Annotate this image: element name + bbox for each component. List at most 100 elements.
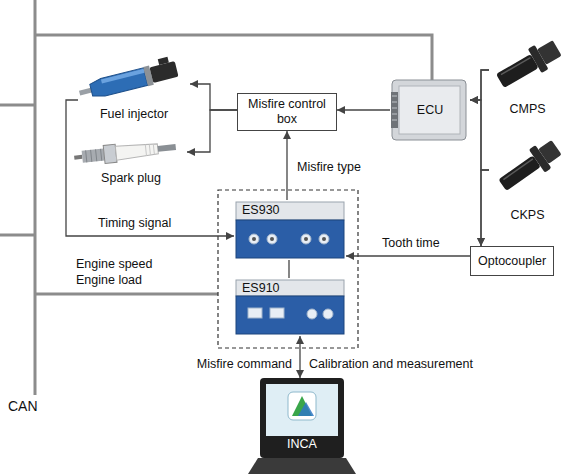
spark-plug-illustration-part (145, 144, 154, 156)
laptop-illustration-part (298, 402, 314, 416)
es930-illustration-part (301, 234, 311, 244)
laptop-illustration-part (288, 392, 316, 420)
es930-illustration-part (267, 234, 277, 244)
signal-connector (481, 170, 489, 246)
node-text: CMPS (509, 102, 545, 117)
es930-illustration-part (322, 237, 326, 241)
fuel-injector-illustration-part (89, 68, 148, 99)
ckps-sensor-illustration-part (498, 155, 540, 191)
es910-illustration-part (323, 309, 333, 319)
es910-illustration-part (248, 308, 262, 318)
ckps-sensor-illustration-part (538, 140, 561, 164)
ckps-sensor: CKPS (489, 133, 566, 223)
es930-illustration (236, 202, 344, 258)
es910-module: ES910 (234, 278, 346, 336)
node-text: ES910 (242, 281, 280, 296)
es910-illustration-part (307, 309, 317, 319)
spark-plug-illustration-part (115, 142, 158, 160)
es930-illustration-part (249, 234, 259, 244)
es930-illustration-part (236, 202, 344, 220)
cmps-sensor-illustration (493, 36, 564, 93)
signal-label: Engine speed (74, 257, 154, 272)
ecu-illustration-part (391, 92, 398, 128)
es930-illustration-part (304, 237, 308, 241)
edge-label: Timing signal (96, 216, 173, 231)
signal-label: CAN (6, 398, 40, 415)
ecu-illustration-part (392, 80, 466, 140)
signal-connector (187, 110, 237, 152)
node-text: Misfire control box (245, 97, 329, 127)
spark-plug-illustration-part (86, 149, 102, 163)
laptop-illustration-part (266, 384, 338, 436)
ecu-illustration (391, 80, 466, 140)
edge-label: Tooth time (380, 236, 442, 251)
es910-illustration (236, 280, 344, 334)
es910-illustration-part (270, 308, 284, 318)
can-bus (0, 0, 432, 395)
cmps-sensor-illustration-part (501, 58, 530, 75)
dashed-group-box (218, 190, 358, 348)
process-box: Misfire control box (237, 93, 337, 131)
node-text: CKPS (510, 208, 544, 223)
node-text: Fuel injector (100, 107, 168, 122)
cmps-sensor-illustration-part (496, 54, 539, 88)
signal-label: Calibration and measurement (307, 357, 475, 372)
node-text: ES930 (242, 203, 280, 218)
ckps-sensor-illustration-part (503, 159, 532, 180)
node-text: Spark plug (101, 171, 161, 186)
fuel-injector-illustration-part (158, 57, 169, 65)
can-bus-part (0, 234, 35, 237)
es910-illustration-part (236, 296, 344, 334)
can-bus-part (35, 293, 218, 296)
fuel-injector-illustration-part (149, 61, 178, 83)
laptop-illustration (248, 378, 356, 474)
spark-plug-illustration-part (158, 144, 177, 152)
es930-illustration-part (252, 237, 256, 241)
edge-label: Misfire command (195, 357, 294, 372)
node-text: ECU (417, 103, 443, 118)
cmps-sensor-illustration-part (537, 40, 562, 65)
ecu-illustration-part (392, 96, 397, 120)
node-text: INCA (287, 437, 317, 452)
process-box: Optocoupler (470, 246, 554, 276)
edge-label: Misfire type (295, 160, 363, 175)
can-bus-part (34, 0, 37, 395)
spark-plug-illustration (73, 138, 176, 167)
can-bus-part (0, 104, 35, 107)
ecu-illustration-part (399, 86, 460, 134)
signal-connector (470, 70, 489, 100)
signal-connector (470, 100, 489, 170)
es930-illustration-part (319, 234, 329, 244)
es930-module: ES930 (234, 200, 346, 260)
fuel-injector-illustration-part (79, 88, 92, 96)
signal-connector (190, 84, 237, 110)
signal-connector (346, 255, 470, 256)
fuel-injector: Fuel injector (78, 60, 190, 122)
ecu-unit: ECU (390, 76, 470, 144)
signal-connector (288, 260, 289, 278)
fuel-injector-illustration (76, 55, 179, 102)
spark-plug-illustration-part (82, 149, 105, 163)
node-text: Optocoupler (478, 254, 546, 269)
es930-illustration-part (270, 237, 274, 241)
signal-connector (286, 131, 287, 200)
signal-connector (337, 109, 390, 110)
signal-connector (299, 336, 300, 378)
inca-laptop: INCA (256, 378, 348, 472)
ckps-sensor-illustration (494, 136, 564, 197)
spark-plug: Spark plug (75, 138, 187, 186)
es930-illustration-part (236, 220, 344, 258)
cmps-sensor: CMPS (489, 33, 566, 117)
es910-illustration-part (236, 280, 344, 296)
can-bus-part (35, 35, 432, 80)
laptop-illustration-part (248, 458, 356, 474)
laptop-illustration-part (260, 378, 344, 458)
signal-label: Engine load (74, 273, 144, 288)
spark-plug-illustration-part (74, 155, 82, 160)
signal-connector (481, 70, 489, 246)
fuel-injector-illustration-part (101, 69, 145, 84)
